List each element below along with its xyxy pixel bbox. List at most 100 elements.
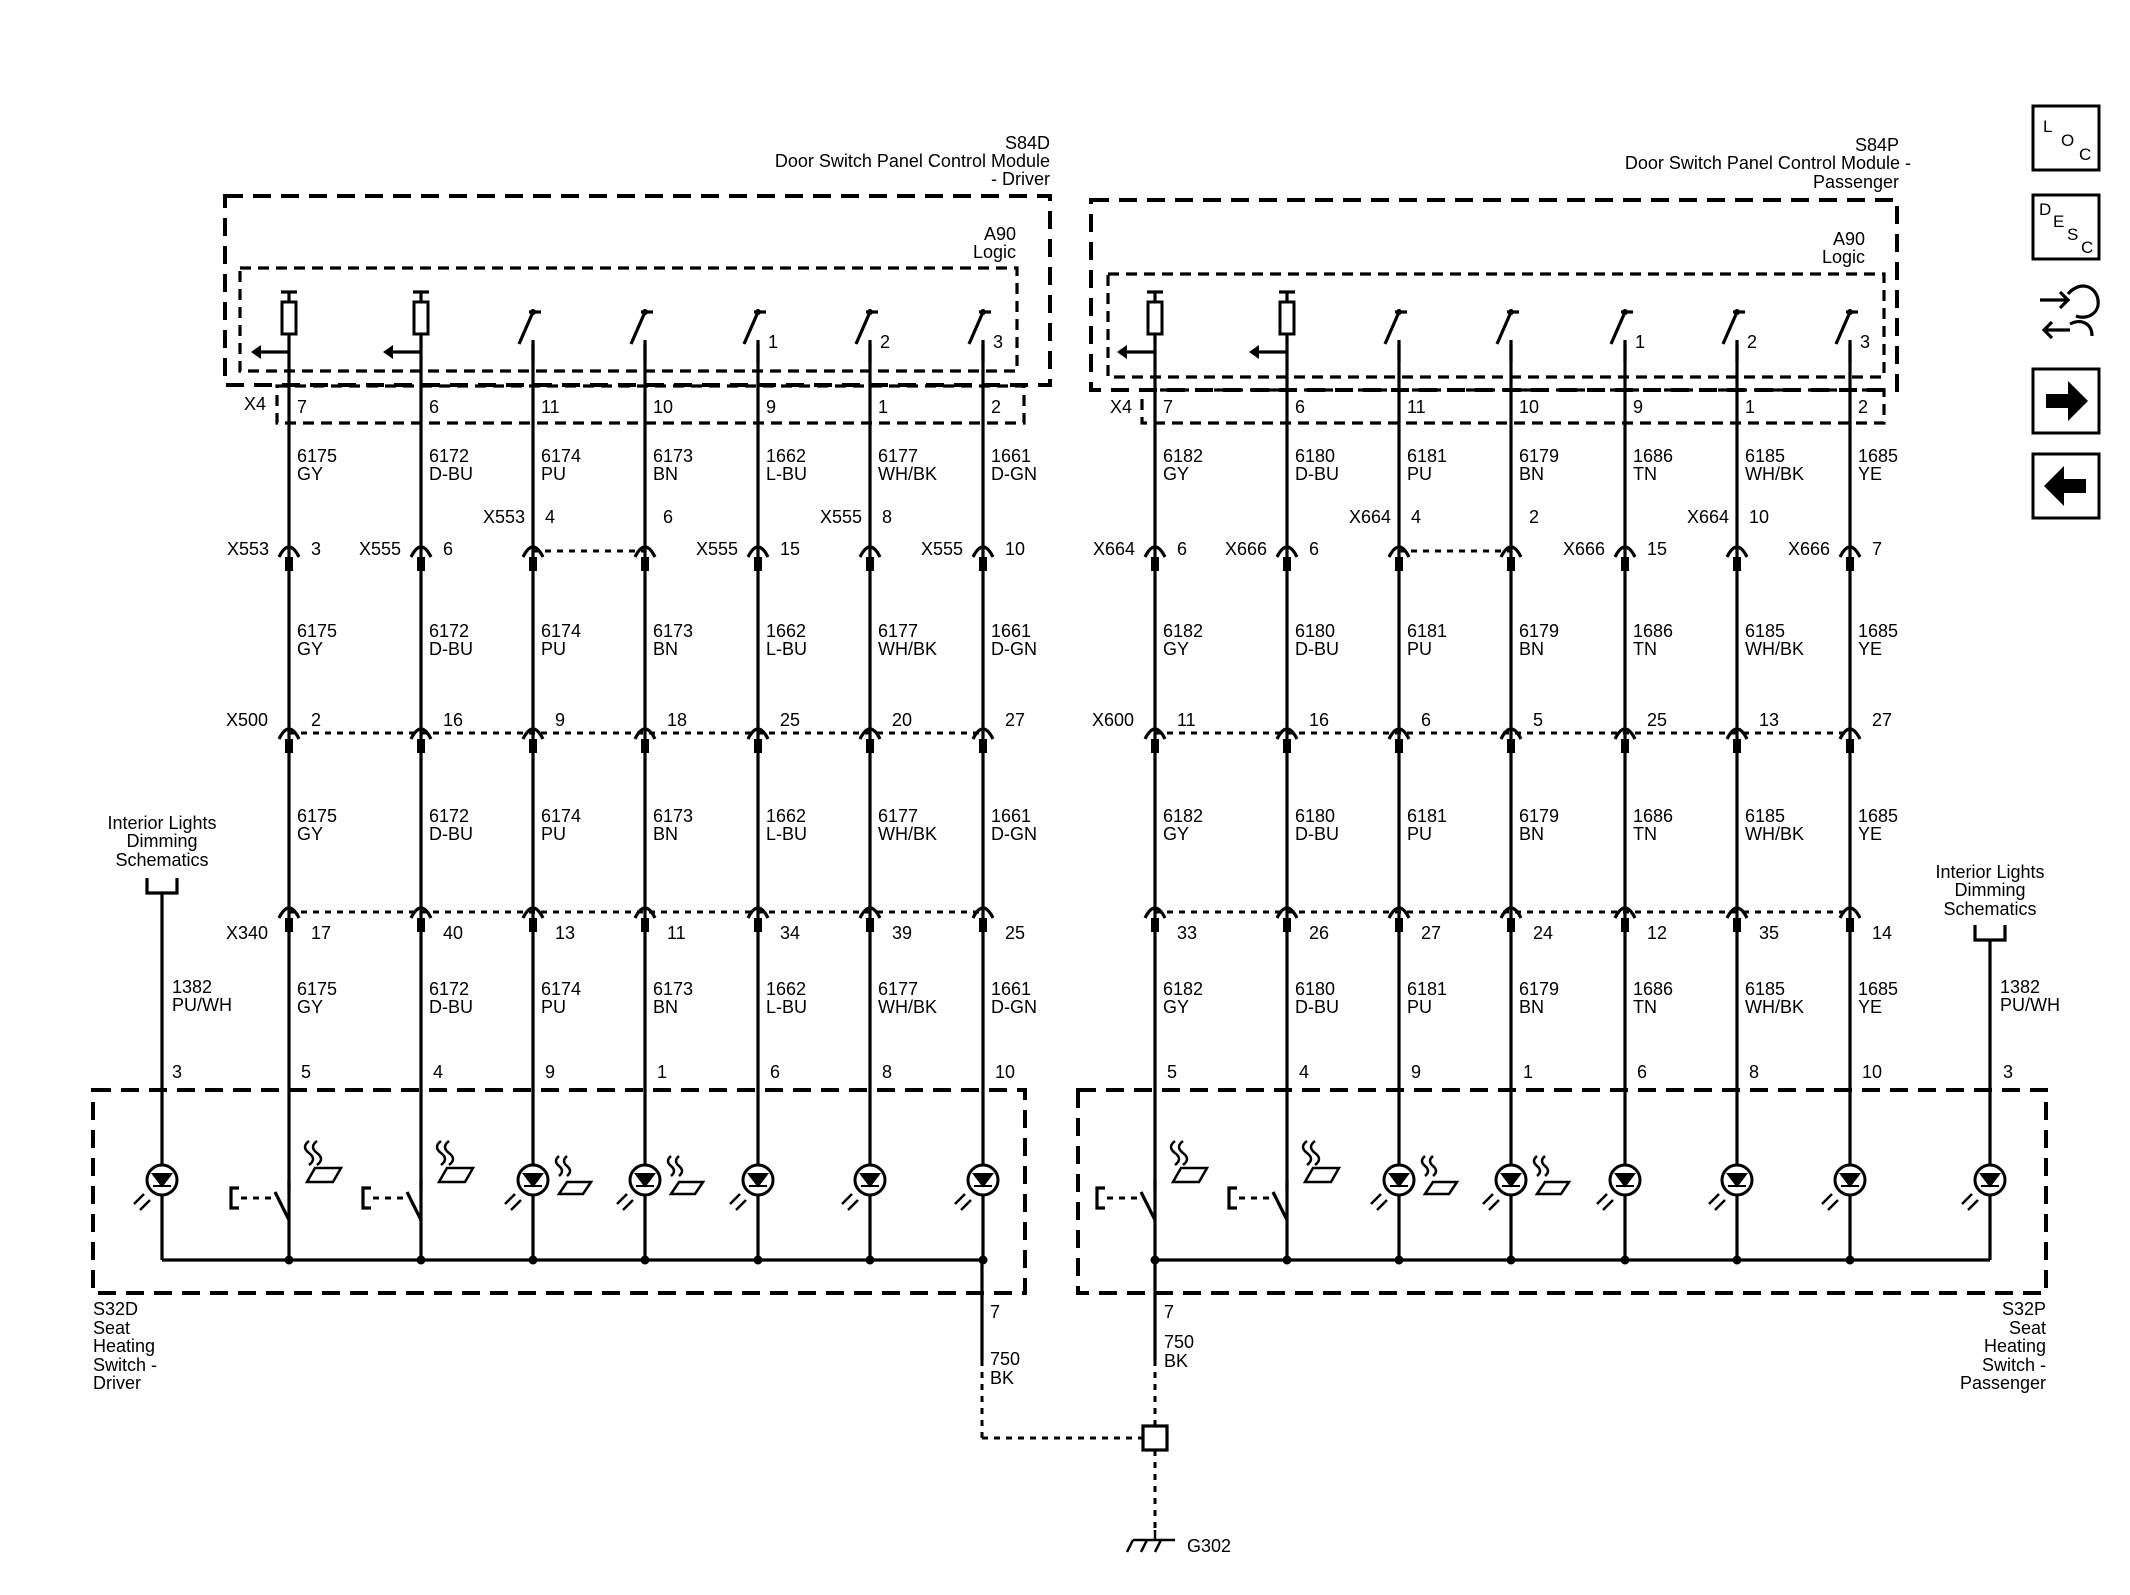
passenger-x4-connector (1140, 388, 1886, 425)
connector-pin: 39 (892, 923, 912, 943)
switch-icon (517, 311, 535, 345)
connector-pin: 26 (1309, 923, 1329, 943)
seat-switch-icon (405, 1191, 423, 1221)
connector-pin: 6 (663, 507, 673, 527)
circuit-number: 6173 (653, 621, 693, 641)
connector-label: X664 (1349, 507, 1391, 527)
connector-pin: 18 (667, 710, 687, 730)
desc-letter-s: S (2067, 225, 2078, 244)
circuit-number: 6174 (541, 446, 581, 466)
driver-dimming-ref-2: Dimming (126, 831, 197, 851)
connector-tool-button[interactable] (2040, 284, 2100, 340)
junction-dot (1506, 1255, 1516, 1265)
arrow-head-icon (1117, 345, 1127, 359)
junction-dot (1845, 1255, 1855, 1265)
driver-logic-code: A90 (984, 224, 1016, 244)
connector-x340-pin (1733, 918, 1741, 932)
connector-x340 (1499, 906, 1523, 919)
connector-X555 (858, 545, 882, 558)
connector-pin: 14 (1872, 923, 1892, 943)
wire-color: PU (1407, 639, 1432, 659)
connector-pin: 4 (545, 507, 555, 527)
switch-number: 2 (1747, 332, 1757, 352)
seat-heat-icon (1301, 1140, 1342, 1184)
x4-pin: 10 (653, 397, 673, 417)
connector-pin: 10 (1749, 507, 1769, 527)
circuit-number: 6179 (1519, 446, 1559, 466)
circuit-number: 6173 (653, 979, 693, 999)
desc-button[interactable]: D E S C (2031, 193, 2101, 261)
connector-X664 (1725, 545, 1749, 558)
connector-pin: 10 (1005, 539, 1025, 559)
connector-pin: 40 (443, 923, 463, 943)
circuit-number: 1686 (1633, 979, 1673, 999)
passenger-ground-pin: 7 (1164, 1302, 1174, 1322)
connector-x500-pin (641, 739, 649, 753)
driver-module-name-2: - Driver (991, 169, 1050, 189)
connector-x340 (1275, 906, 1299, 919)
connector-X553 (521, 545, 545, 558)
connector-x500 (633, 727, 657, 740)
circuit-number: 6172 (429, 979, 469, 999)
x4-pin: 9 (766, 397, 776, 417)
connector-label: X555 (359, 539, 401, 559)
passenger-x4-label: X4 (1110, 397, 1132, 417)
seat-heat-icon (303, 1140, 344, 1184)
passenger-circuit-6179 (1482, 309, 1572, 1265)
ground-circuit: G302 7 750 BK 7 750 BK (980, 1260, 1231, 1556)
driver-x500-label: X500 (226, 710, 268, 730)
connector-label: X666 (1225, 539, 1267, 559)
connector-pin: 27 (1872, 710, 1892, 730)
connector-x340-pin (754, 918, 762, 932)
junction-dot (284, 1255, 294, 1265)
actuator-icon (361, 1186, 371, 1210)
x4-pin: 11 (1407, 397, 1426, 417)
switch-icon (1383, 311, 1401, 345)
circuit-number: 6174 (541, 806, 581, 826)
wire-color: WH/BK (1745, 824, 1804, 844)
seat-heat-icon (435, 1140, 476, 1184)
connector-x340 (409, 906, 433, 919)
seat-heat-icon (1169, 1140, 1210, 1184)
passenger-dimming-circuit: 1382 (2000, 977, 2040, 997)
connector-pin: 34 (780, 923, 800, 943)
led-light-icon (729, 1193, 747, 1211)
driver-dimming-color: PU/WH (172, 995, 232, 1015)
next-button[interactable] (2031, 367, 2101, 435)
connector-label: X666 (1563, 539, 1605, 559)
loc-button[interactable]: L O C (2031, 104, 2101, 172)
connector-x340 (1143, 906, 1167, 919)
driver-logic-label: Logic (973, 242, 1016, 262)
wire-color: D-BU (1295, 639, 1339, 659)
passenger-logic-code: A90 (1833, 229, 1865, 249)
driver-dimming-ref: Interior Lights Dimming Schematics (107, 813, 216, 870)
connector-X666 (1275, 545, 1299, 558)
driver-module-code: S84D (1005, 133, 1050, 153)
connector-x340 (277, 906, 301, 919)
circuit-number: 1661 (991, 806, 1031, 826)
circuit-number: 1661 (991, 979, 1031, 999)
connector-pin: 4 (1411, 507, 1421, 527)
connector-pin: 27 (1005, 710, 1025, 730)
connector-x340-pin (866, 918, 874, 932)
passenger-circuit-6180 (1227, 290, 1342, 1265)
switch-pin: 10 (995, 1062, 1015, 1082)
driver-module-title: S84D Door Switch Panel Control Module - … (775, 133, 1050, 262)
passenger-x500-label: X600 (1092, 710, 1134, 730)
led-light-icon (616, 1193, 634, 1211)
previous-button[interactable] (2031, 452, 2101, 520)
connector-pin: 13 (555, 923, 575, 943)
driver-circuit-6173 (616, 309, 706, 1265)
x4-pin: 9 (1633, 397, 1643, 417)
circuit-number: 6173 (653, 806, 693, 826)
connector-pin: 25 (1005, 923, 1025, 943)
wire-color: YE (1858, 824, 1882, 844)
wire-color: L-BU (766, 997, 807, 1017)
x4-pin: 7 (1163, 397, 1173, 417)
circuit-number: 6185 (1745, 621, 1785, 641)
led-diode (634, 1173, 656, 1188)
desc-letter-e: E (2053, 212, 2064, 231)
connector-x500 (746, 727, 770, 740)
circuit-number: 6175 (297, 621, 337, 641)
